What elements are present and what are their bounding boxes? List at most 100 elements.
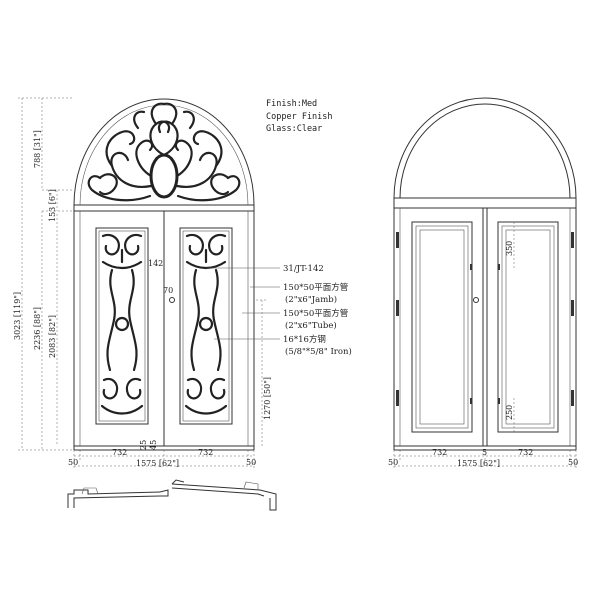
rear-bolt-right-bottom — [498, 398, 500, 404]
plan-right-jamb-detail — [243, 481, 259, 490]
dim-handle-height: 1270 [50"] — [263, 377, 272, 420]
dim-rear-top-inset: 350 — [505, 241, 514, 256]
left-iron-bar-2 — [128, 268, 138, 372]
glass-note: Glass:Clear — [266, 124, 323, 134]
callout-model: 31/JT-142 — [283, 264, 324, 274]
right-panel-ironwork — [184, 233, 228, 415]
rear-bolt-left-top — [470, 264, 472, 270]
dim-panel-inset: 142 — [148, 259, 163, 268]
rear-outer-arch — [393, 97, 577, 199]
right-iron-scroll-3 — [186, 377, 203, 400]
rear-panel-left-inner-2 — [419, 229, 465, 425]
dim-bottom-b: 45 — [149, 440, 158, 450]
dim-total-height: 3023 [119"] — [13, 292, 22, 340]
right-iron-scroll-1 — [185, 233, 204, 256]
rear-panel-right-inner-2 — [505, 229, 551, 425]
dim-left-leaf-width: 732 — [112, 448, 127, 457]
rear-elevation — [393, 97, 577, 451]
dim-handle-offset: 70 — [163, 286, 173, 295]
arch-tip-right — [182, 110, 195, 130]
rear-panel-right-inner-1 — [501, 225, 555, 429]
left-iron-top-arc — [101, 260, 143, 270]
dim-transom-height: 153 [6"] — [48, 189, 57, 222]
plan-section — [67, 479, 277, 511]
dim-rear-left-jamb: 50 — [388, 458, 398, 467]
rear-bolt-right-top — [498, 264, 500, 270]
dim-frame-height: 2236 [88"] — [33, 307, 42, 350]
arch-tip-left — [133, 110, 146, 130]
right-iron-scroll-2 — [208, 233, 227, 256]
left-iron-scroll-1 — [101, 233, 120, 256]
left-iron-base-arc — [100, 404, 144, 415]
callout-tube-cn: 150*50平面方管 — [283, 308, 348, 319]
left-iron-scroll-4 — [125, 377, 142, 400]
rear-hinge-right-top — [571, 232, 574, 248]
callout-tube-en: (2"x6"Tube) — [285, 320, 337, 331]
right-iron-ring — [198, 316, 214, 332]
arch-scroll-base-left — [87, 175, 152, 202]
rear-hinge-left-mid — [396, 300, 399, 316]
front-glass-panel-left — [95, 227, 149, 425]
front-glass-panel-right — [179, 227, 233, 425]
plan-left-frame — [67, 489, 161, 508]
rear-panel-left-inner-1 — [415, 225, 469, 429]
plan-left-leaf-back — [73, 495, 161, 508]
arch-curl-left — [98, 173, 118, 196]
left-panel-ironwork — [100, 233, 144, 415]
rear-door-handle — [473, 297, 479, 303]
dim-rear-right-jamb: 50 — [568, 458, 578, 467]
plan-right-leaf-back — [171, 487, 265, 497]
arch-scroll-mid-right — [174, 139, 193, 178]
dim-total-width: 1575 [62"] — [136, 459, 179, 468]
dim-rear-right-leaf: 732 — [518, 448, 533, 457]
dim-rear-left-leaf: 732 — [432, 448, 447, 457]
dim-rear-center-gap: 5 — [482, 448, 487, 457]
front-elevation — [73, 98, 255, 451]
arch-curl-right — [210, 173, 230, 196]
right-iron-bar-2 — [212, 268, 222, 372]
dim-right-jamb: 50 — [246, 458, 256, 467]
right-iron-bar-1 — [190, 268, 200, 372]
rear-panel-left — [411, 221, 473, 433]
dim-right-leaf-width: 732 — [198, 448, 213, 457]
rear-hinge-left-top — [396, 232, 399, 248]
callout-jamb-en: (2"x6"Jamb) — [285, 294, 337, 305]
right-iron-scroll-4 — [209, 377, 226, 400]
right-iron-base-arc — [184, 404, 228, 415]
rear-inner-arch — [399, 103, 571, 199]
front-glass-inner-left — [98, 230, 146, 422]
front-horizontal-dimensions — [73, 450, 255, 470]
rear-panel-right — [497, 221, 559, 433]
dim-rear-bottom-inset: 250 — [505, 405, 514, 420]
arch-center-oval — [149, 153, 179, 199]
left-iron-ring — [114, 316, 130, 332]
dim-left-jamb: 50 — [68, 458, 78, 467]
rear-hinge-left-bottom — [396, 390, 399, 406]
rear-dimensions — [393, 222, 577, 470]
callout-jamb-cn: 150*50平面方管 — [283, 282, 348, 293]
front-vertical-dimensions — [18, 97, 268, 451]
plan-right-leaf — [171, 483, 277, 511]
rear-bolt-left-bottom — [470, 398, 472, 404]
plan-right-leaf-tip — [171, 479, 185, 485]
front-door-handle — [169, 297, 175, 303]
copper-finish-note: Copper Finish — [266, 111, 333, 122]
dim-door-height: 2083 [82"] — [48, 315, 57, 358]
callout-iron-en: (5/8"*5/8" Iron) — [285, 346, 352, 357]
dim-rear-total-width: 1575 [62"] — [457, 459, 500, 468]
front-glass-inner-right — [182, 230, 230, 422]
arch-scroll-crown — [150, 102, 178, 126]
left-iron-scroll-2 — [124, 233, 143, 256]
arch-scroll-upper-right — [192, 130, 223, 168]
dim-arch-height: 788 [31"] — [33, 130, 42, 168]
finish-note: Finish:Med — [266, 99, 318, 109]
rear-hinge-right-mid — [571, 300, 574, 316]
arch-scrollwork — [87, 102, 241, 202]
front-outer-frame — [73, 98, 255, 450]
arch-scroll-mid-left — [135, 139, 154, 178]
arch-scroll-base-right — [176, 175, 241, 202]
callout-iron-cn: 16*16方钢 — [283, 334, 326, 345]
front-leader-lines — [206, 267, 280, 340]
left-iron-scroll-3 — [102, 377, 119, 400]
